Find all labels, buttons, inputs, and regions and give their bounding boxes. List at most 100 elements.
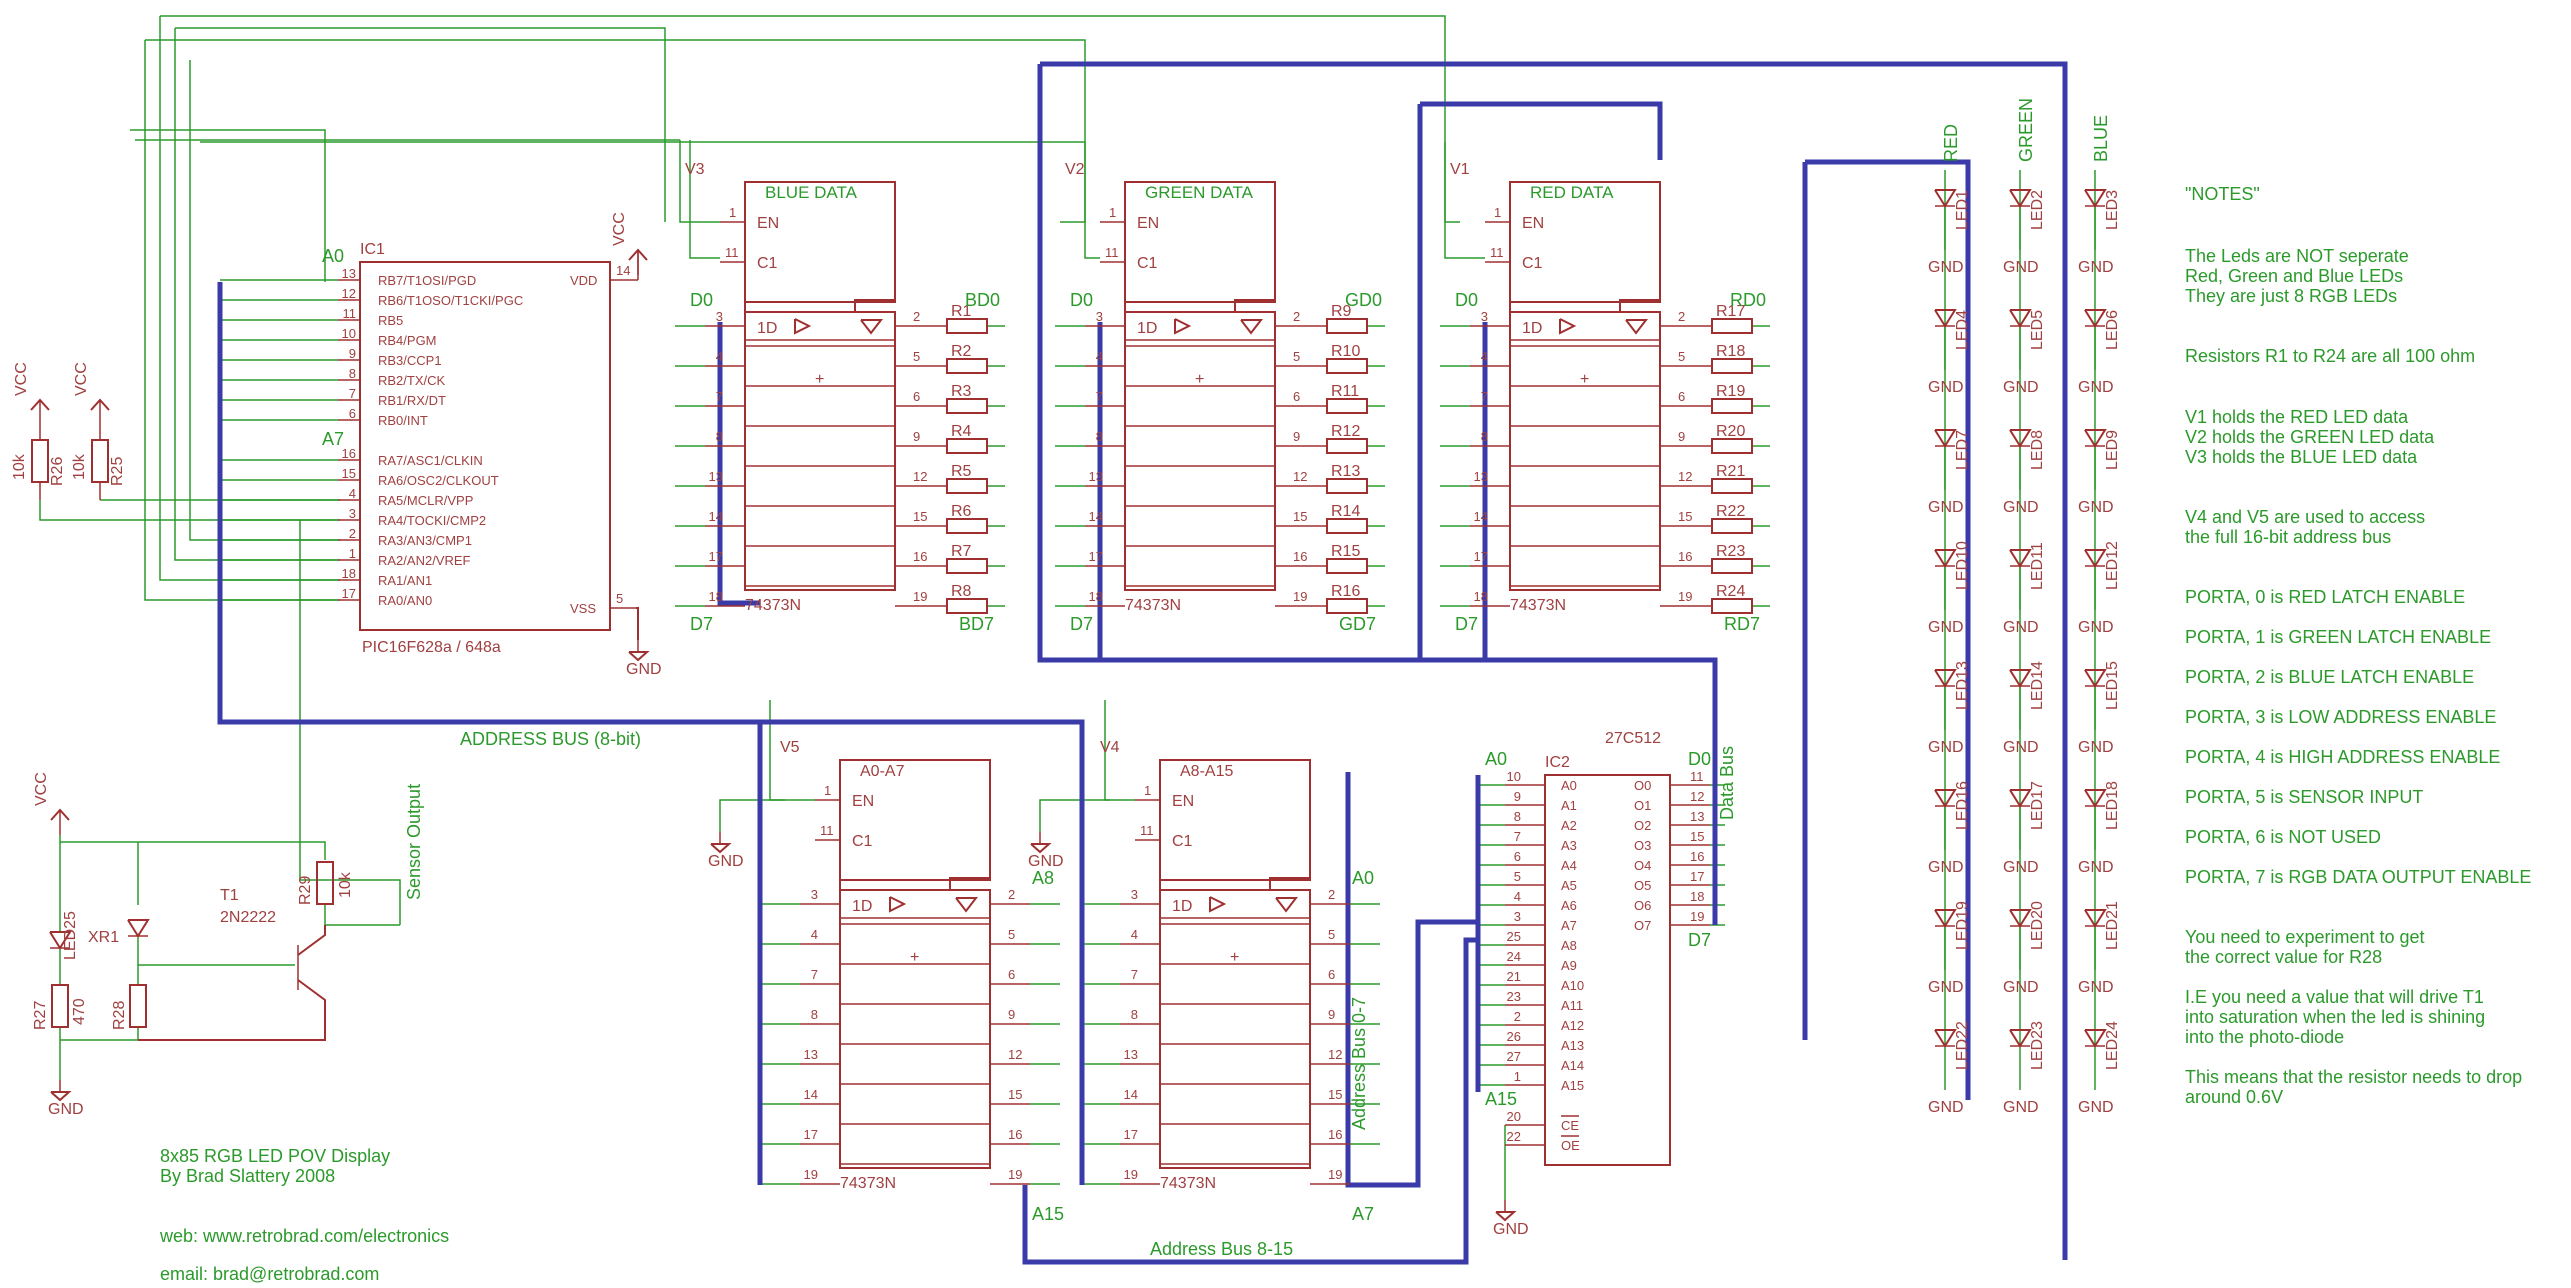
latch-title: RED DATA bbox=[1530, 183, 1614, 202]
latch-c1-label: C1 bbox=[1172, 833, 1193, 850]
latch-in-pin-num: 18 bbox=[709, 589, 723, 604]
led-icon bbox=[2009, 909, 2032, 928]
ic1-pin-number: 11 bbox=[343, 306, 357, 321]
t1-part: 2N2222 bbox=[220, 909, 276, 926]
ic1-pin-number: 16 bbox=[342, 446, 356, 461]
latch-in-pin-num: 7 bbox=[811, 967, 818, 982]
signal-wire bbox=[299, 520, 401, 925]
note-line: PORTA, 5 is SENSOR INPUT bbox=[2185, 787, 2423, 807]
note-line: The Leds are NOT seperate bbox=[2185, 246, 2409, 266]
r26-wire bbox=[39, 500, 340, 521]
ic1-pin-number: 8 bbox=[349, 366, 356, 381]
led-label: LED2 bbox=[2029, 190, 2046, 230]
latch-plus: + bbox=[1195, 371, 1204, 388]
signal-wire bbox=[1104, 700, 1110, 801]
resistor-ref: R4 bbox=[951, 423, 972, 440]
r29-value: 10k bbox=[337, 871, 354, 898]
led-gnd-label: GND bbox=[2003, 619, 2039, 636]
resistor-ref: R3 bbox=[951, 383, 972, 400]
led-column-header: GREEN bbox=[2016, 98, 2036, 162]
led-label: LED15 bbox=[2104, 661, 2121, 710]
resistor-r5 bbox=[946, 478, 988, 494]
latch-plus: + bbox=[910, 949, 919, 966]
latch-title: A8-A15 bbox=[1180, 763, 1233, 780]
latch-out-pin-num: 9 bbox=[1008, 1007, 1015, 1022]
latch-in-pin-num: 13 bbox=[804, 1047, 818, 1062]
led-gnd-label: GND bbox=[2003, 1099, 2039, 1116]
latch-in-pin-num: 3 bbox=[1131, 887, 1138, 902]
led-label: LED11 bbox=[2029, 542, 2046, 590]
latch-in-pin-num: 18 bbox=[1089, 589, 1103, 604]
eprom-addr-pin-num: 3 bbox=[1514, 909, 1521, 924]
eprom-addr-pin-num: 9 bbox=[1514, 789, 1521, 804]
eprom-data-pin-num: 13 bbox=[1690, 809, 1704, 824]
bus-label-address-8bit: ADDRESS BUS (8-bit) bbox=[460, 729, 641, 749]
latch-out-pin-num: 15 bbox=[1008, 1087, 1022, 1102]
gnd-symbol bbox=[710, 843, 732, 854]
gnd-symbol bbox=[1030, 843, 1052, 854]
latch-c1-pin-num: 11 bbox=[1490, 245, 1504, 260]
latch-out-pin-num: 19 bbox=[1328, 1167, 1342, 1182]
credits-author: By Brad Slattery 2008 bbox=[160, 1166, 335, 1186]
ic1-pin-number: 1 bbox=[349, 546, 356, 561]
resistor-r21 bbox=[1711, 478, 1753, 494]
latch-tristate-icon bbox=[1275, 897, 1299, 913]
led-icon bbox=[1934, 669, 1957, 688]
led-icon bbox=[2084, 429, 2107, 448]
eprom-addr-name: A9 bbox=[1561, 958, 1577, 973]
note-line: Red, Green and Blue LEDs bbox=[2185, 266, 2403, 286]
latch-d7-label: D7 bbox=[1070, 614, 1093, 634]
eprom-data-pin-num: 16 bbox=[1690, 849, 1704, 864]
ic1-pin-name: RA0/AN0 bbox=[378, 593, 432, 608]
resistor-ref: R10 bbox=[1331, 343, 1360, 360]
latch-en-label: EN bbox=[1522, 215, 1544, 232]
t1-collector bbox=[297, 925, 326, 956]
led-label: LED20 bbox=[2029, 901, 2046, 950]
latch-out-pin-num: 19 bbox=[1678, 589, 1692, 604]
latch-en-label: EN bbox=[1137, 215, 1159, 232]
vcc-label: VCC bbox=[13, 362, 30, 396]
latch-data-body bbox=[1124, 311, 1276, 591]
eprom-data-pin-num: 12 bbox=[1690, 789, 1704, 804]
led-gnd-label: GND bbox=[2003, 739, 2039, 756]
resistor-r7 bbox=[946, 558, 988, 574]
latch-out-pin-num: 6 bbox=[1678, 389, 1685, 404]
note-line: PORTA, 0 is RED LATCH ENABLE bbox=[2185, 587, 2465, 607]
signal-wire bbox=[679, 140, 720, 223]
latch-en-label: EN bbox=[757, 215, 779, 232]
led-gnd-label: GND bbox=[2078, 499, 2114, 516]
latch-tristate-icon bbox=[955, 897, 979, 913]
latch-in-pin-num: 14 bbox=[1474, 509, 1488, 524]
latch-c1-pin-num: 11 bbox=[725, 245, 739, 260]
signal-wire bbox=[144, 40, 340, 601]
led-gnd-label: GND bbox=[1928, 619, 1964, 636]
latch-ctrl-outline bbox=[840, 759, 991, 890]
led-label: LED9 bbox=[2104, 430, 2121, 470]
latch-plus: + bbox=[1230, 949, 1239, 966]
led-label: LED18 bbox=[2104, 781, 2121, 830]
latch-ref: V3 bbox=[685, 161, 705, 178]
signal-wire bbox=[174, 28, 340, 561]
latch-d7-label: D7 bbox=[1455, 614, 1478, 634]
latch-1d-label: 1D bbox=[852, 898, 872, 915]
resistor-r27 bbox=[51, 984, 69, 1028]
resistor-r25 bbox=[91, 439, 109, 483]
ic1-pin-name: RB4/PGM bbox=[378, 333, 437, 348]
eprom-data-name: O5 bbox=[1634, 878, 1651, 893]
note-line: into the photo-diode bbox=[2185, 1027, 2344, 1047]
latch-out7-label: GD7 bbox=[1339, 614, 1376, 634]
latch-in-pin-num: 14 bbox=[709, 509, 723, 524]
latch-out-pin-num: 6 bbox=[913, 389, 920, 404]
ic1-vss-pin-num: 5 bbox=[616, 591, 623, 606]
eprom-data-pin-num: 19 bbox=[1690, 909, 1704, 924]
eprom-data-pin-num: 18 bbox=[1690, 889, 1704, 904]
latch-plus: + bbox=[1580, 371, 1589, 388]
led-icon bbox=[2009, 789, 2032, 808]
resistor-ref: R25 bbox=[109, 457, 126, 486]
note-line: I.E you need a value that will drive T1 bbox=[2185, 987, 2484, 1007]
note-line: into saturation when the led is shining bbox=[2185, 1007, 2485, 1027]
credits-web: web: www.retrobrad.com/electronics bbox=[159, 1226, 449, 1246]
led-gnd-label: GND bbox=[1928, 979, 1964, 996]
ic1-pin-name: RA1/AN1 bbox=[378, 573, 432, 588]
latch-ref: V5 bbox=[780, 739, 800, 756]
